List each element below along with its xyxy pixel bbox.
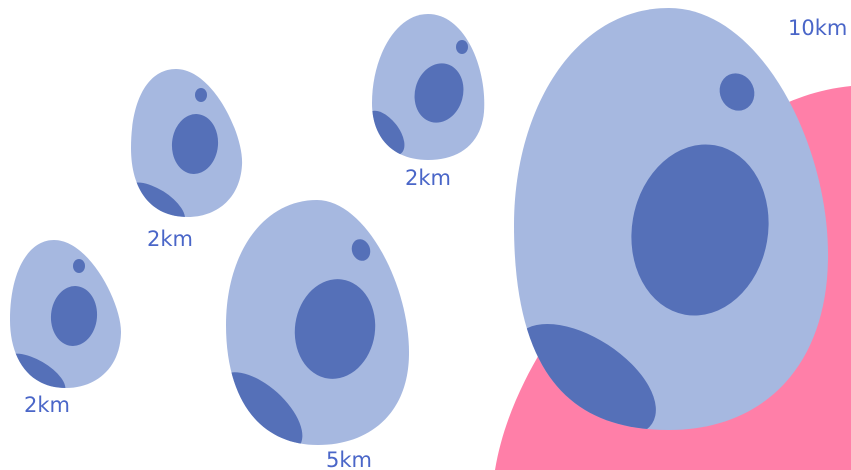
egg-10km-label: 10km <box>788 16 847 40</box>
egg-2km-upper-left-icon <box>118 69 242 237</box>
egg-2km-top-center-label: 2km <box>405 166 451 190</box>
egg-2km-top-center-icon <box>358 14 484 162</box>
egg-2km-lower-left-icon <box>0 240 121 405</box>
egg-5km-icon <box>204 200 409 466</box>
egg-5km-label: 5km <box>326 448 372 470</box>
egg-2km-upper-left-label: 2km <box>147 227 193 251</box>
egg-2km-lower-left-label: 2km <box>24 393 70 417</box>
